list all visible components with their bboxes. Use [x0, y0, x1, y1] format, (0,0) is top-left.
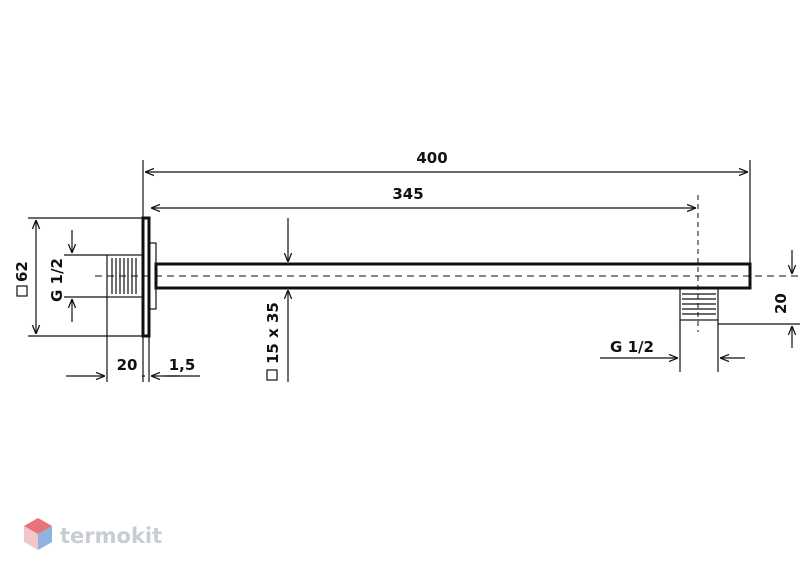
dimension-outlet-thread: G 1/2	[600, 320, 745, 372]
square-symbol-icon	[16, 285, 28, 297]
dimension-flange-depth: 20 1,5	[66, 297, 200, 382]
center-length-label: 345	[392, 185, 423, 203]
flange-thread-label: G 1/2	[48, 258, 66, 302]
overall-length-label: 400	[416, 149, 447, 167]
flange-square-label: 62	[13, 261, 31, 282]
dimension-flange-square: 62	[13, 217, 143, 337]
arm-section-label: 15 x 35	[264, 302, 282, 364]
wall-flange	[141, 216, 157, 338]
dimension-arm-section: 15 x 35	[264, 218, 288, 382]
dimension-400: 400	[142, 149, 751, 264]
flange-thickness-label: 1,5	[169, 356, 196, 374]
outlet-thread-label: G 1/2	[610, 338, 654, 356]
flange-depth-label: 20	[117, 356, 138, 374]
outlet-thread	[679, 287, 719, 321]
logo-text: termokit	[60, 524, 162, 548]
termokit-logo: termokit	[24, 518, 162, 550]
square-symbol-icon	[266, 369, 278, 381]
dimension-outlet-offset: 20	[718, 250, 800, 348]
outlet-offset-label: 20	[772, 293, 790, 314]
dimension-flange-thread: G 1/2	[48, 230, 107, 322]
dimension-345: 345	[151, 185, 696, 208]
